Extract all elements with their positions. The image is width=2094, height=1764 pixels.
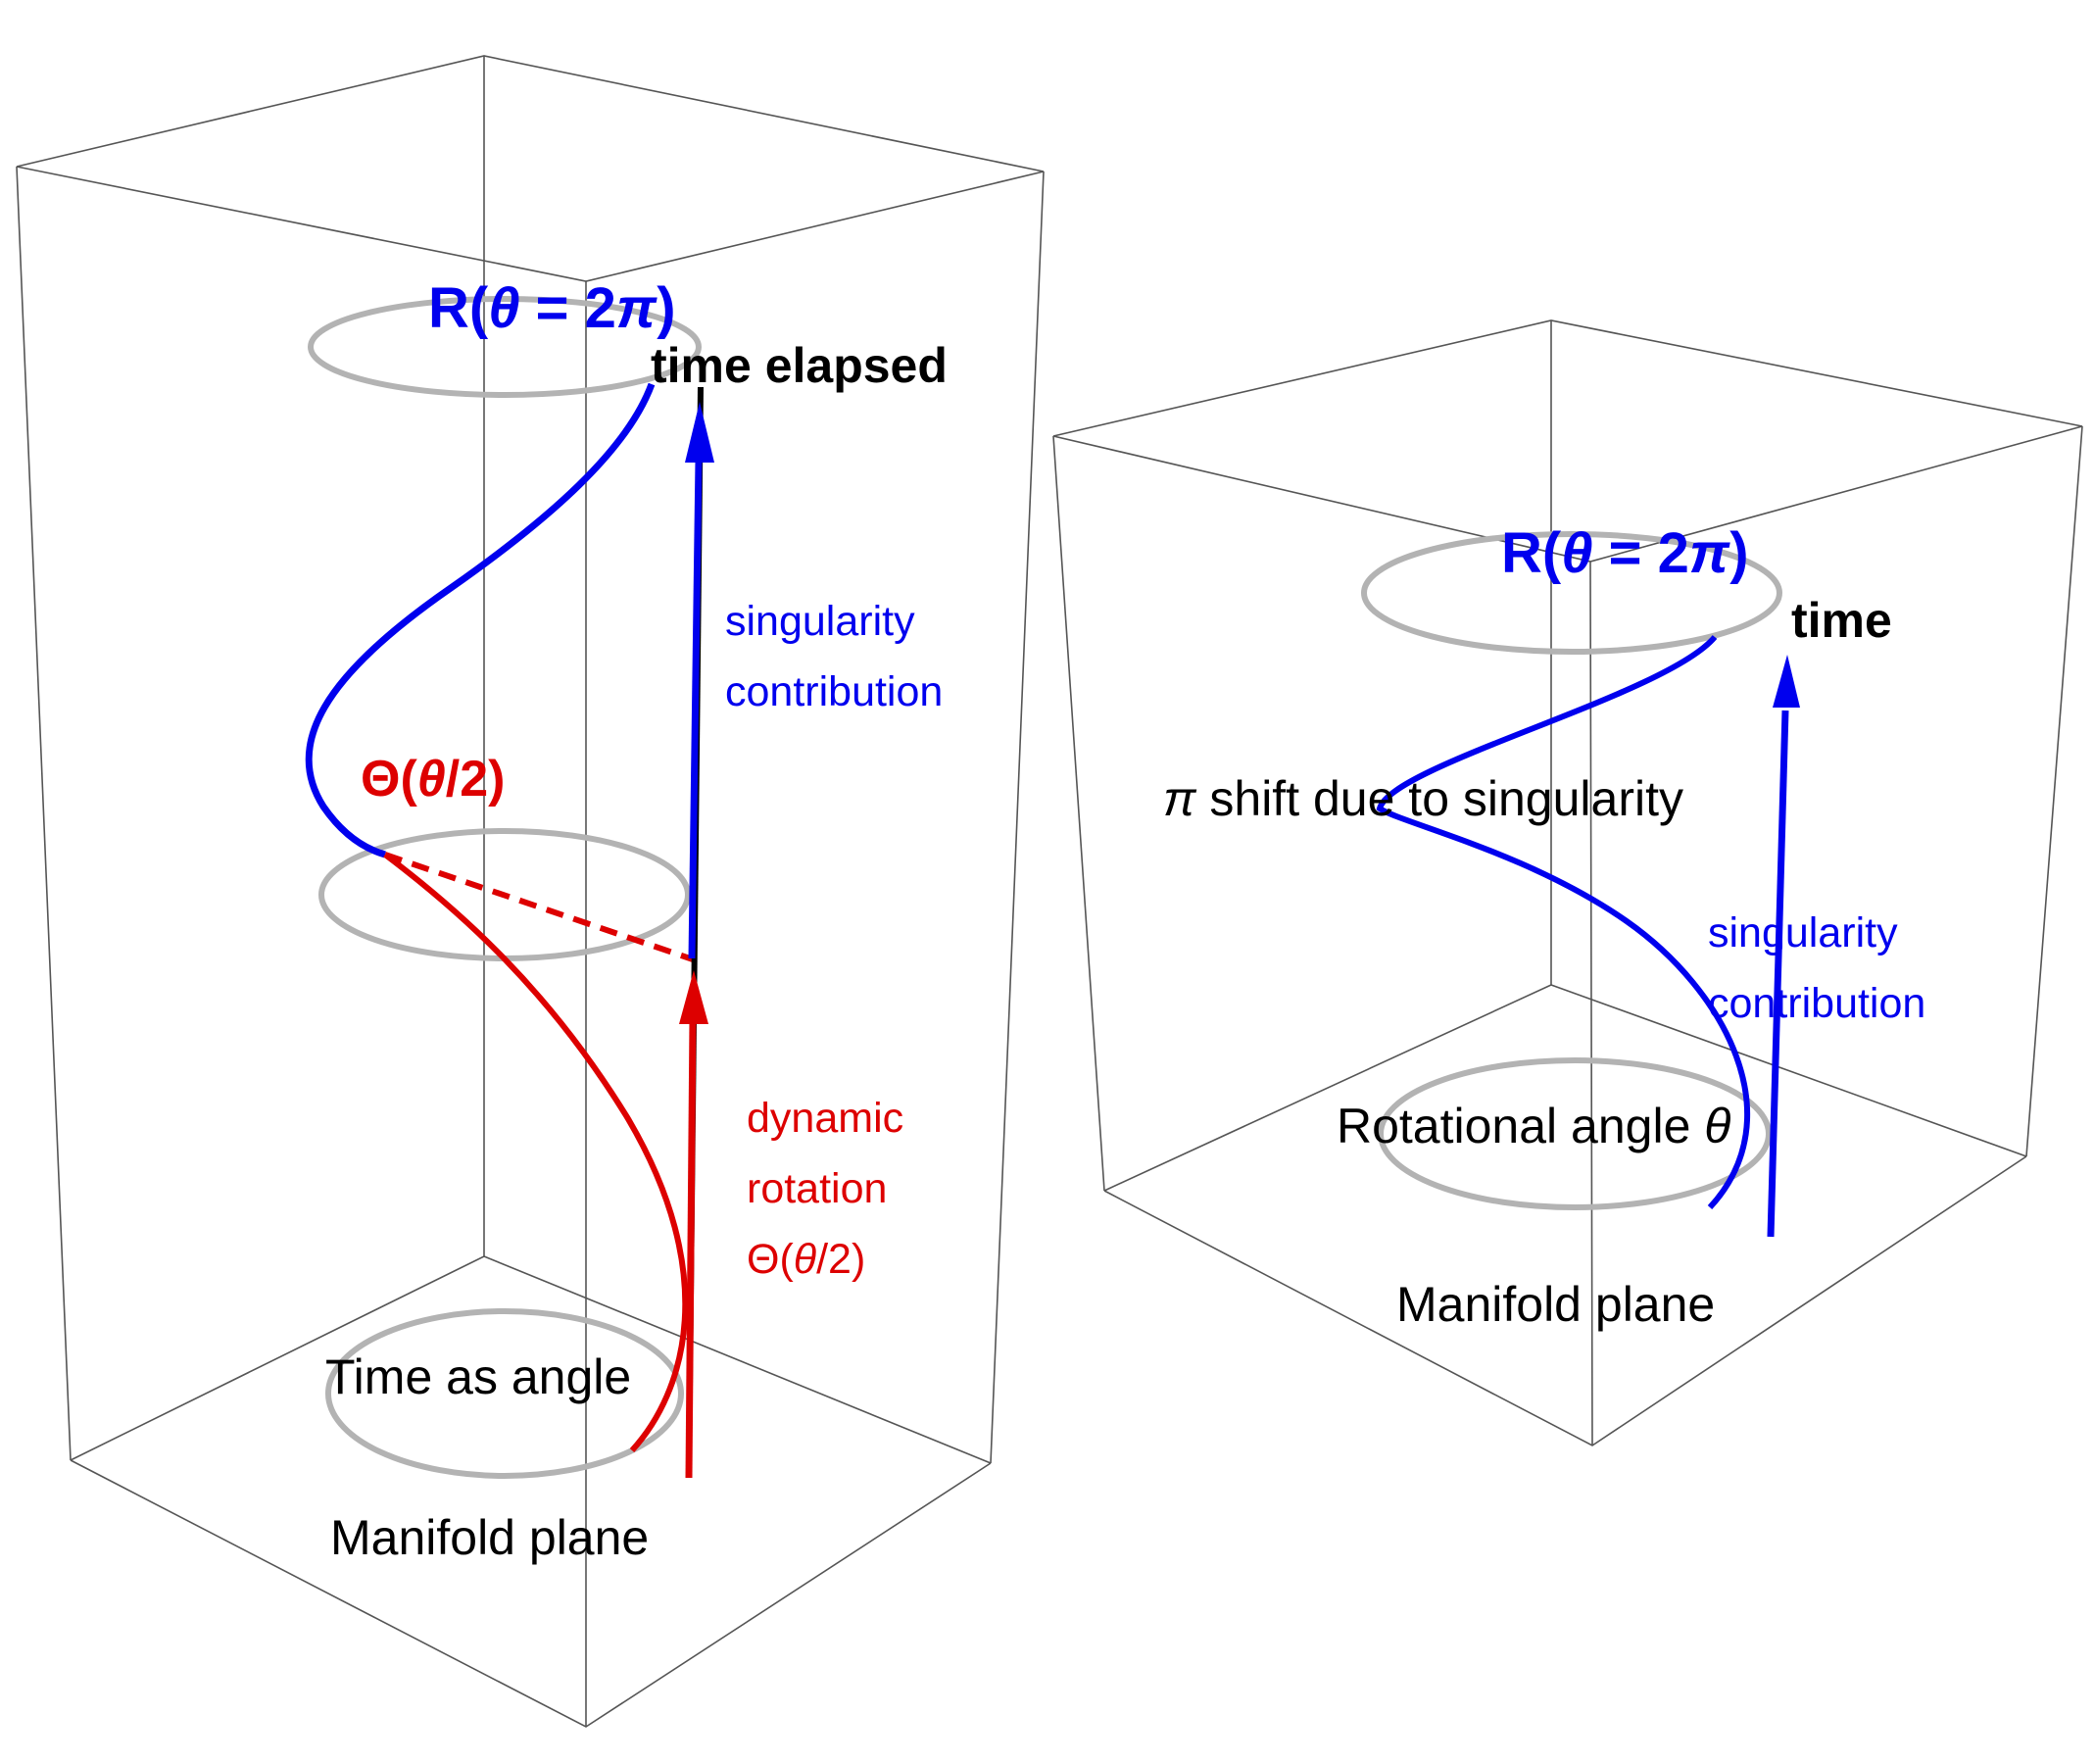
left-blue-arrowhead xyxy=(685,402,714,463)
right-blue-arrowhead xyxy=(1773,655,1800,708)
right-blue-arrow-shaft xyxy=(1767,710,1789,1238)
right-ring-bottom xyxy=(1378,1057,1772,1210)
left-singularity-label-line2: contribution xyxy=(725,668,943,715)
right-blue-path xyxy=(1376,635,1751,1210)
right-singularity-label-line1: singularity xyxy=(1708,909,1898,956)
left-top-label: R(θ = 2π) xyxy=(428,276,676,340)
left-dynamic-theta-label: Θ(θ/2) xyxy=(747,1236,865,1283)
left-manifold-label: Manifold plane xyxy=(330,1510,649,1565)
right-time-label: time xyxy=(1791,593,1892,648)
left-panel: R(θ = 2π) time elapsed singularity contr… xyxy=(16,55,1045,1728)
left-red-arrowhead xyxy=(679,970,708,1024)
left-time-elapsed-label: time elapsed xyxy=(651,338,948,393)
left-dynamic-label-line1: dynamic xyxy=(747,1095,903,1142)
left-singularity-label-line1: singularity xyxy=(725,598,915,645)
right-singularity-label-line2: contribution xyxy=(1708,980,1925,1027)
left-ring-bottom xyxy=(325,1308,684,1479)
left-red-path xyxy=(383,852,689,1453)
left-time-as-angle-label: Time as angle xyxy=(325,1349,631,1404)
left-box-frame xyxy=(16,55,1045,1728)
right-pi-shift-label: π shift due to singularity xyxy=(1163,771,1683,826)
right-top-label: R(θ = 2π) xyxy=(1501,521,1749,585)
right-manifold-label: Manifold plane xyxy=(1396,1277,1715,1332)
left-theta-half-label: Θ(θ/2) xyxy=(361,751,505,808)
right-box-frame xyxy=(1052,319,2083,1446)
left-blue-path xyxy=(305,382,656,858)
right-panel: R(θ = 2π) time π shift due to singularit… xyxy=(1052,319,2083,1446)
right-rotational-label: Rotational angle θ xyxy=(1337,1099,1730,1153)
right-ring-top xyxy=(1361,531,1782,655)
left-blue-arrow-shaft xyxy=(688,460,703,959)
left-red-arrow-shaft xyxy=(685,1018,697,1479)
left-ring-top xyxy=(308,296,702,398)
left-dynamic-label-line2: rotation xyxy=(747,1165,887,1212)
left-red-dashed-line xyxy=(384,852,697,963)
